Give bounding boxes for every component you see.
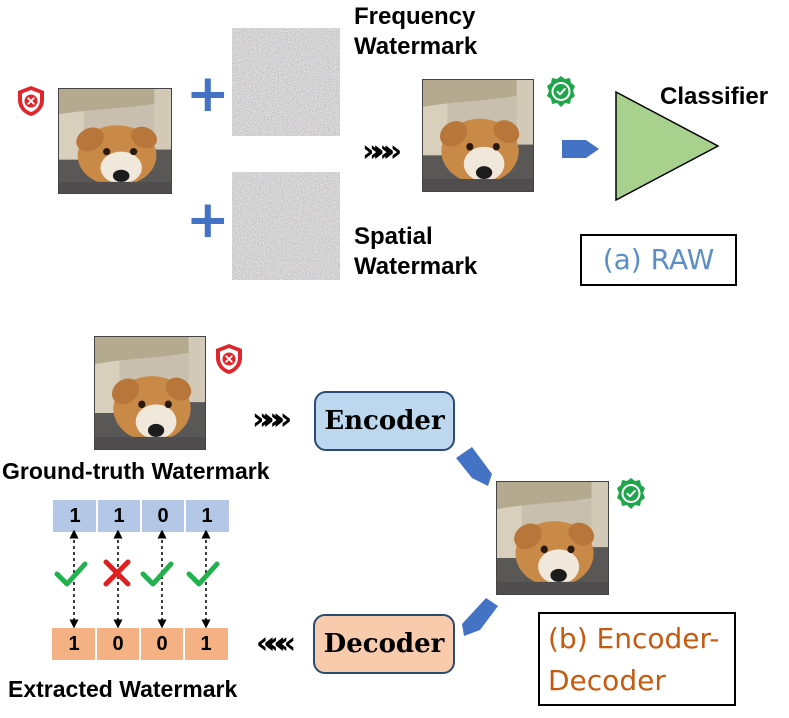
encdec-red-shield-icon (214, 343, 244, 375)
ground-truth-bits-row: 1 1 0 1 (53, 500, 230, 532)
extracted-bits-row: 1 0 0 1 (52, 628, 229, 660)
gt-bit-cell: 0 (141, 500, 185, 532)
arrow-image-to-decoder-icon (458, 598, 502, 638)
ground-truth-watermark-label: Ground-truth Watermark (2, 458, 270, 484)
raw-watermarked-image (422, 79, 534, 192)
encdec-input-image (94, 336, 206, 450)
classifier-triangle (614, 90, 720, 202)
raw-input-image (58, 88, 172, 194)
encoder-label: Encoder (324, 406, 445, 436)
raw-caption-box: (a) RAW (580, 234, 737, 286)
decoder-block: Decoder (313, 614, 455, 674)
arrow-to-classifier-icon (562, 137, 600, 161)
raw-red-shield-icon (16, 85, 46, 117)
encdec-caption-line2: Decoder (548, 664, 666, 697)
extracted-bit-cell: 1 (52, 628, 96, 660)
plus-icon-bottom: + (186, 190, 230, 250)
gt-bit-cell: 1 (185, 500, 229, 532)
gt-bit-cell: 1 (97, 500, 141, 532)
spatial-watermark-noise (232, 172, 340, 280)
extracted-bit-cell: 1 (184, 628, 228, 660)
gt-bit-cell: 1 (53, 500, 97, 532)
raw-green-check-badge-icon (544, 75, 578, 109)
encdec-caption-box: (b) Encoder- Decoder (538, 612, 736, 706)
spatial-watermark-label: Spatial Watermark (354, 223, 478, 280)
bit-match-check-icon (140, 560, 174, 588)
extracted-bit-cell: 0 (96, 628, 140, 660)
plus-icon-top: + (186, 64, 230, 124)
extracted-watermark-label: Extracted Watermark (8, 676, 238, 702)
fast-rewind-icon: ««« (256, 626, 296, 661)
frequency-watermark-noise (232, 28, 340, 136)
fast-forward-icon-bottom: »»» (252, 402, 292, 437)
bit-match-check-icon (186, 560, 220, 588)
bit-match-check-icon (54, 560, 88, 588)
fast-forward-icon-top: »»» (362, 134, 402, 169)
arrow-encoder-to-image-icon (452, 446, 496, 486)
extracted-bit-cell: 0 (140, 628, 184, 660)
encdec-green-check-badge-icon (614, 477, 648, 511)
encdec-caption-line1: (b) Encoder- (548, 622, 720, 655)
bit-mismatch-cross-icon (102, 558, 132, 588)
encdec-watermarked-image (496, 481, 609, 595)
raw-caption: (a) RAW (602, 243, 715, 276)
encoder-block: Encoder (314, 391, 455, 451)
frequency-watermark-label: Frequency Watermark (354, 3, 478, 60)
classifier-label: Classifier (660, 83, 769, 110)
decoder-label: Decoder (323, 629, 445, 659)
